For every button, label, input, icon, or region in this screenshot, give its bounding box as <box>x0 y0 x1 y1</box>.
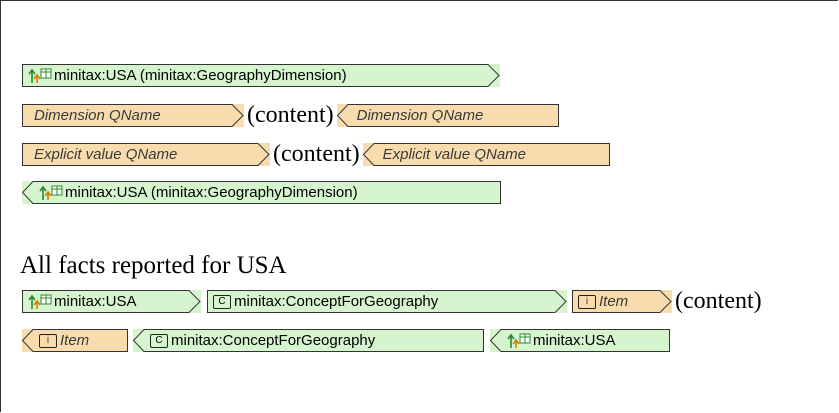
row-dimension-qname: Dimension QName (content) Dimension QNam… <box>22 102 559 129</box>
tag-shape <box>207 290 567 313</box>
content-placeholder[interactable]: (content) <box>247 102 334 128</box>
tag-shape <box>489 329 670 352</box>
tag-label: Dimension QName <box>356 107 484 124</box>
content-placeholder[interactable]: (content) <box>675 288 762 314</box>
close-tag-dimension-qname[interactable]: Dimension QName <box>336 104 559 127</box>
tag-label: Item <box>60 332 90 349</box>
open-tag-item[interactable]: i Item <box>572 290 672 313</box>
tag-shape <box>572 290 672 313</box>
dimension-member-icon <box>507 332 531 349</box>
tag-label: Explicit value QName <box>34 146 178 163</box>
tag-label: minitax:ConceptForGeography <box>171 332 376 349</box>
tag-shape <box>22 104 244 127</box>
close-tag-explicit-value[interactable]: Explicit value QName <box>362 143 610 166</box>
close-tag-item[interactable]: i Item <box>21 329 128 352</box>
open-tag-concept-for-geography[interactable]: C minitax:ConceptForGeography <box>207 290 567 313</box>
tag-shape <box>22 64 500 87</box>
row-facts-open: minitax:USA C minitax:ConceptForGeograph… <box>22 288 765 315</box>
row-dimension-open: minitax:USA (minitax:GeographyDimension) <box>22 62 500 89</box>
tag-label: Explicit value QName <box>382 146 527 163</box>
open-tag-explicit-value[interactable]: Explicit value QName <box>22 143 270 166</box>
tag-label: Item <box>599 293 629 310</box>
tag-label: minitax:USA (minitax:GeographyDimension) <box>65 184 358 201</box>
row-explicit-value: Explicit value QName (content) Explicit … <box>22 141 610 168</box>
section-heading: All facts reported for USA <box>20 252 287 279</box>
content-placeholder[interactable]: (content) <box>273 141 360 167</box>
concept-icon: C <box>150 333 168 348</box>
dimension-member-icon <box>39 184 63 201</box>
dimension-member-icon <box>28 67 52 84</box>
tag-shape <box>21 181 501 204</box>
tag-shape <box>22 143 270 166</box>
tag-shape <box>132 329 484 352</box>
tag-label: minitax:USA <box>54 293 137 310</box>
open-tag-usa-dimension[interactable]: minitax:USA (minitax:GeographyDimension) <box>22 64 500 87</box>
open-tag-usa[interactable]: minitax:USA <box>22 290 201 313</box>
close-tag-usa-dimension[interactable]: minitax:USA (minitax:GeographyDimension) <box>21 181 501 204</box>
item-icon: i <box>39 333 57 348</box>
row-dimension-close: minitax:USA (minitax:GeographyDimension) <box>21 179 501 206</box>
tag-label: Dimension QName <box>34 107 161 124</box>
concept-icon: C <box>213 294 231 309</box>
dimension-member-icon <box>28 293 52 310</box>
tag-label: minitax:USA (minitax:GeographyDimension) <box>54 67 347 84</box>
tag-label: minitax:ConceptForGeography <box>234 293 439 310</box>
tag-shape <box>336 104 559 127</box>
item-icon: i <box>578 294 596 309</box>
tag-shape <box>21 329 128 352</box>
tag-shape <box>362 143 610 166</box>
tag-label: minitax:USA <box>533 332 616 349</box>
row-facts-close: i Item C minitax:ConceptForGeography min… <box>21 327 670 354</box>
close-tag-usa[interactable]: minitax:USA <box>489 329 670 352</box>
tag-shape <box>22 290 201 313</box>
close-tag-concept-for-geography[interactable]: C minitax:ConceptForGeography <box>132 329 484 352</box>
open-tag-dimension-qname[interactable]: Dimension QName <box>22 104 244 127</box>
